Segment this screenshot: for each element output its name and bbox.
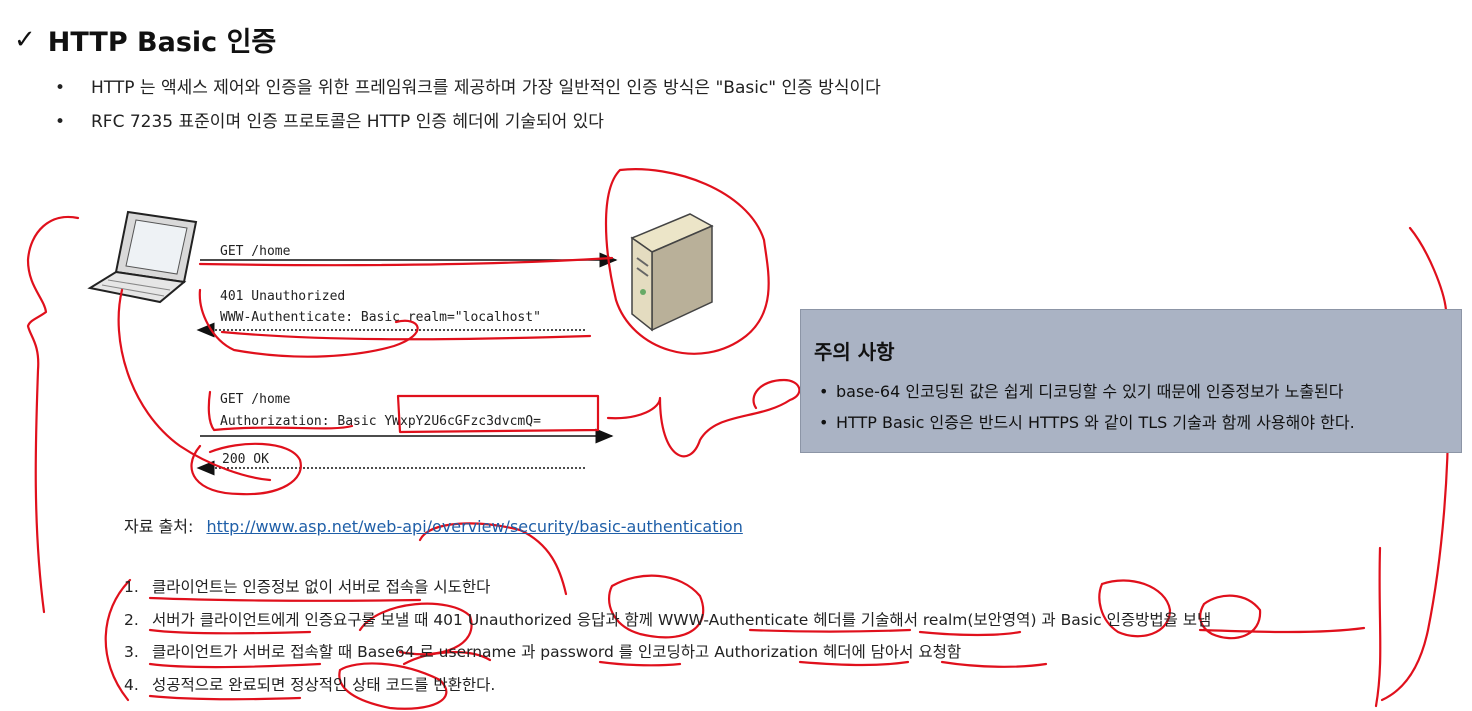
- intro-bullet-list: •HTTP 는 액세스 제어와 인증을 위한 프레임워크를 제공하며 가장 일반…: [55, 74, 881, 142]
- source-link[interactable]: http://www.asp.net/web-api/overview/secu…: [206, 517, 743, 536]
- step-text: 서버가 클라이언트에게 인증요구를 보낼 때 401 Unauthorized …: [152, 610, 1212, 629]
- step-text: 클라이언트가 서버로 접속할 때 Base64 로 username 과 pas…: [152, 643, 962, 661]
- check-icon: ✓: [14, 24, 36, 55]
- step-number: 2.: [124, 610, 139, 629]
- msg-response-1-status: 401 Unauthorized: [220, 289, 345, 304]
- step-text: 클라이언트는 인증정보 없이 서버로 접속을 시도한다: [152, 578, 491, 596]
- notice-item-text: HTTP Basic 인증은 반드시 HTTPS 와 같이 TLS 기술과 함께…: [836, 413, 1355, 432]
- step-item: 1. 클라이언트는 인증정보 없이 서버로 접속을 시도한다: [124, 572, 1211, 605]
- intro-bullet: •RFC 7235 표준이며 인증 프로토콜은 HTTP 인증 헤더에 기술되어…: [55, 108, 881, 142]
- intro-bullet: •HTTP 는 액세스 제어와 인증을 위한 프레임워크를 제공하며 가장 일반…: [55, 74, 881, 108]
- notice-title: 주의 사항: [814, 340, 895, 364]
- intro-bullet-text: HTTP 는 액세스 제어와 인증을 위한 프레임워크를 제공하며 가장 일반적…: [91, 78, 881, 98]
- page-title: ✓ HTTP Basic 인증: [14, 20, 276, 59]
- laptop-icon: [87, 210, 198, 304]
- server-icon: [630, 213, 714, 332]
- notice-item: •base-64 인코딩된 값은 쉽게 디코딩할 수 있기 때문에 인증정보가 …: [819, 376, 1355, 407]
- step-text: 성공적으로 완료되면 정상적인 상태 코드를 반환한다.: [152, 675, 496, 694]
- steps-list: 1. 클라이언트는 인증정보 없이 서버로 접속을 시도한다 2. 서버가 클라이언…: [124, 572, 1211, 702]
- msg-request-2-header: Authorization: Basic YWxpY2U6cGFzc3dvcmQ…: [220, 414, 541, 429]
- msg-request-2-line: GET /home: [220, 392, 291, 407]
- notice-item-text: base-64 인코딩된 값은 쉽게 디코딩할 수 있기 때문에 인증정보가 노…: [836, 382, 1344, 401]
- step-number: 3.: [124, 643, 139, 661]
- red-annotation-strokes: [26, 168, 1450, 710]
- notice-list: •base-64 인코딩된 값은 쉽게 디코딩할 수 있기 때문에 인증정보가 …: [819, 376, 1355, 438]
- intro-bullet-text: RFC 7235 표준이며 인증 프로토콜은 HTTP 인증 헤더에 기술되어 …: [91, 112, 604, 132]
- msg-response-2: 200 OK: [222, 452, 269, 467]
- source-line: 자료 출처: http://www.asp.net/web-api/overvi…: [124, 513, 743, 537]
- step-item: 3. 클라이언트가 서버로 접속할 때 Base64 로 username 과 p…: [124, 637, 1211, 670]
- msg-request-1: GET /home: [220, 244, 291, 259]
- step-number: 4.: [124, 675, 139, 694]
- notice-item: •HTTP Basic 인증은 반드시 HTTPS 와 같이 TLS 기술과 함…: [819, 407, 1355, 438]
- step-number: 1.: [124, 578, 139, 596]
- notice-panel: 주의 사항 •base-64 인코딩된 값은 쉽게 디코딩할 수 있기 때문에 …: [800, 309, 1462, 453]
- msg-response-1-header: WWW-Authenticate: Basic realm="localhost…: [220, 310, 541, 325]
- step-item: 2. 서버가 클라이언트에게 인증요구를 보낼 때 401 Unauthorize…: [124, 605, 1211, 638]
- page-title-text: HTTP Basic 인증: [47, 27, 277, 58]
- step-item: 4. 성공적으로 완료되면 정상적인 상태 코드를 반환한다.: [124, 670, 1211, 703]
- source-label: 자료 출처:: [124, 517, 194, 536]
